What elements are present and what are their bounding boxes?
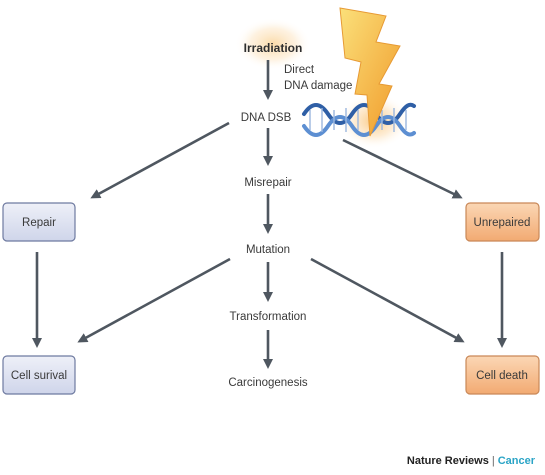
- box-unrepaired: Unrepaired: [465, 202, 540, 242]
- box-cell-survival: Cell surival: [2, 355, 76, 395]
- irradiation-glow: [235, 18, 311, 70]
- box-repair: Repair: [2, 202, 76, 242]
- node-irradiation: Irradiation: [244, 41, 303, 55]
- arrow-dsb-to-unrepaired: [342, 138, 463, 199]
- box-cell-death-label: Cell death: [476, 370, 528, 382]
- credit-separator: |: [491, 455, 495, 467]
- node-transformation: Transformation: [230, 311, 307, 323]
- node-carcinogenesis: Carcinogenesis: [228, 377, 308, 389]
- box-cell-death: Cell death: [465, 355, 540, 395]
- arrow-dsb-to-repair: [90, 121, 230, 199]
- box-unrepaired-label: Unrepaired: [474, 217, 531, 229]
- label-direct: Direct: [284, 64, 315, 76]
- credit-journal: Cancer: [497, 455, 535, 467]
- node-dna-dsb: DNA DSB: [241, 112, 292, 124]
- label-dna-damage: DNA damage: [284, 80, 352, 92]
- box-cell-survival-label: Cell surival: [11, 370, 67, 382]
- box-repair-label: Repair: [22, 217, 56, 229]
- arrow-mutation-to-cell-survival: [77, 257, 231, 343]
- arrow-mutation-to-cell-death: [310, 257, 465, 343]
- journal-credit: Nature Reviews|Cancer: [407, 455, 535, 467]
- node-misrepair: Misrepair: [244, 177, 291, 189]
- credit-brand: Nature Reviews: [406, 455, 489, 467]
- lightning-bolt-icon: [339, 7, 401, 137]
- arrows: [32, 60, 507, 369]
- node-mutation: Mutation: [246, 244, 290, 256]
